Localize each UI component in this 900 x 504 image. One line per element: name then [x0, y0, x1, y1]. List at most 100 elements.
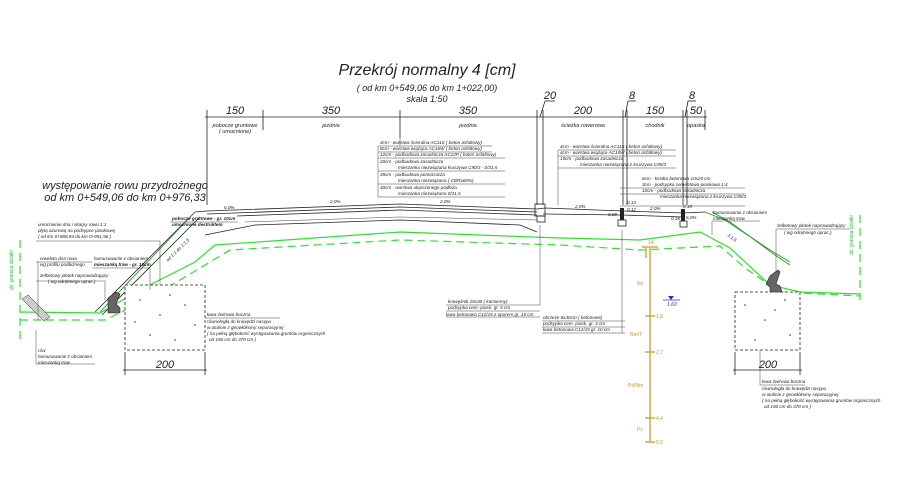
level-b: 0,13	[627, 200, 636, 205]
slope-road-right: 2,0%	[439, 199, 450, 204]
drawing-subtitle: ( od km 0+549,06 do km 1+022,00)	[357, 83, 498, 93]
dim-edge-2: 8	[689, 90, 696, 102]
humus-note: mieszanką traw - gr. 10cm	[94, 262, 151, 267]
drawing-scale: skala 1:50	[406, 94, 447, 104]
level-c: 0,12	[627, 207, 636, 212]
road-layer: 20cm - podbudowa zasadnicza	[379, 159, 444, 164]
ditch-note-line1: występowanie rowu przydrożnego	[42, 180, 208, 192]
drawing-title: Przekrój normalny 4 [cm]	[339, 62, 516, 79]
fence-right	[765, 269, 783, 293]
dimension-chain: 150 pobocze gruntowe ( umocnione) 350 je…	[205, 90, 707, 205]
gravel-trench-right	[733, 291, 802, 375]
gravel-note-right: ława żwirowa boczna	[762, 379, 806, 384]
ditch-lining-note: płytą ażurową na podsypce piaskowej	[37, 228, 116, 233]
ditch-lining-note: umocnienie dna i skarpy rowu 1:1	[38, 222, 107, 227]
sidewalk-layer: 3cm - podsypka cementowo-piaskowa 1:4	[642, 182, 728, 187]
dim-curb: 20	[543, 90, 557, 102]
ditch-lining	[21, 294, 51, 322]
borehole-depth: 4,4	[656, 416, 663, 422]
ditch-lining-note: ( od km 0+888,94 do km 0+951,56 )	[38, 234, 112, 239]
right-fence-note: ( wg odrębnego oprac.)	[784, 230, 832, 235]
bike-layer: mieszanka niezwiązana z kruszywa C90/3	[580, 162, 666, 167]
slope-left: od 1:1 do 1:1,5	[165, 237, 191, 263]
road-layer: 35cm - podbudowa pomocnicza	[380, 172, 445, 177]
gravel-note: równoległa do krawędzi nasypu	[207, 319, 272, 324]
right-humus-note: mieszanką traw	[713, 216, 746, 221]
sidewalk-layer: mieszanka niezwiązana z kruszywa C90/3	[660, 194, 746, 199]
bike-layer: 15cm - podbudowa zasadnicza	[560, 156, 624, 161]
boundary-left: dz. granica działki	[9, 249, 15, 290]
road-layers-legend: 4cm - warstwa ścieralna AC11S ( beton as…	[377, 138, 505, 198]
soil-layer: Ps	[637, 427, 643, 433]
ditch-level-note: wg profilu podłużnego	[40, 262, 85, 267]
dim-band-label: opaska	[687, 123, 705, 129]
gravel-width-right: 200	[758, 359, 778, 371]
dim-band: 50	[690, 105, 703, 117]
slope-band: 6,0%	[686, 215, 696, 220]
ditch-level-note: niweleta dna rowu	[40, 256, 77, 261]
road-layer: 8cm - warstwa wiążąca AC16W ( beton asfa…	[380, 146, 482, 151]
road-layer: mieszanka niezwiązana kruszywa C90/3 - 0…	[398, 165, 498, 170]
gravel-note-right: w otulinie z geowłókniny separacyjnej	[762, 392, 839, 397]
curb-notes: krawężnik 20x30 ( kamienny) podsypka cem…	[446, 225, 625, 334]
road-layer: mieszanka niezwiązana ( CBR≥60%)	[398, 178, 474, 183]
curb-note: ława betonowa C12/15 z oporem gr. 15 cm	[446, 312, 534, 317]
gravel-note-right: ( na pełną głębokość występowania gruntó…	[762, 398, 881, 403]
dim-bike-label: ścieżka rowerowa	[561, 123, 605, 129]
fence-left	[107, 291, 121, 314]
ditch-note: rów	[38, 348, 46, 353]
gravel-note: ( na pełną głębokość występowania gruntó…	[207, 331, 326, 336]
dim-sidewalk: 150	[646, 105, 665, 117]
bike-layer: 4cm - warstwa ścieralna AC11S ( beton as…	[560, 144, 663, 149]
gravel-note-right: równoległa do krawędzi nasypu	[762, 386, 827, 391]
soil-layer: Nm/T	[630, 332, 642, 338]
ditch-note: humusowanie z obsianiem	[38, 354, 92, 359]
gravel-trench-left	[123, 284, 207, 375]
curb-note: podsypka cem.-piask. gr. 5 cm	[447, 305, 510, 310]
soil-layer: Nn	[637, 281, 644, 287]
borehole-profile	[642, 246, 680, 443]
gravel-note-right: od 150 cm do 370 cm )	[764, 404, 811, 409]
right-notes: humusowanie z obsianiem mieszanką traw ż…	[711, 210, 881, 409]
dim-shoulder: 150	[226, 105, 245, 117]
dim-lane-left: 350	[322, 105, 341, 117]
left-notes: umocnienie dna i skarpy rowu 1:1 płytą a…	[35, 216, 326, 365]
gravel-note: od 150 cm do 370 cm )	[209, 337, 256, 342]
level-e: 0,19	[683, 204, 692, 209]
road-layer: 40cm - warstwa ulepszonego podłoża	[380, 185, 457, 190]
soil-layer: Pd/Nm	[628, 383, 643, 389]
gravel-width-left: 200	[155, 359, 175, 371]
slope-road-left: 2,0%	[329, 199, 340, 204]
gravel-note: ława żwirowa boczna	[207, 312, 251, 317]
shoulder-note: umocnione destruktem	[172, 222, 223, 227]
shoulder-note: pobocze gruntowe - gr. 10cm	[171, 216, 235, 221]
level-a: 0,09	[608, 212, 617, 217]
ditch-note: mieszanką traw	[38, 360, 71, 365]
dim-lane-right: 350	[459, 105, 478, 117]
borehole-depth: 2,7	[656, 350, 663, 356]
edge-note: ława betonowa C12/15 gr. 10 cm	[543, 327, 610, 332]
boundary-right: dz. granica działki	[849, 214, 855, 255]
edge-note: obrzeże 8x30cm ( betonowe)	[543, 315, 603, 320]
road-layer: 12cm - podbudowa zasadnicza AC22P ( beto…	[380, 152, 497, 157]
right-fence-note: żelbetowy płotek naprowadzający	[776, 223, 846, 228]
humus-note: humusowanie z obsianiem	[94, 256, 148, 261]
sidewalk-layer: 6cm - kostka betonowa 10x20 cm	[642, 176, 711, 181]
bike-layer: 4cm - warstwa wiążąca AC16W ( beton asfa…	[560, 150, 662, 155]
slope-sidewalk: 2,0%	[649, 206, 660, 211]
bike-layers-legend: 4cm - warstwa ścieralna AC11S ( beton as…	[557, 144, 746, 207]
slope-shoulder: 6,0%	[224, 205, 234, 210]
ditch-note-line2: od km 0+549,06 do km 0+976,33	[44, 192, 206, 204]
right-humus-note: humusowanie z obsianiem	[713, 210, 767, 215]
road-layer: mieszanka niezwiązana 0/31,5	[398, 191, 461, 196]
right-slope: 1:1,5	[726, 233, 738, 243]
road-layer: 4cm - warstwa ścieralna AC11S ( beton as…	[380, 140, 483, 145]
borehole-depth: 5,0	[656, 440, 663, 446]
water-level: 1,60	[667, 302, 677, 308]
dim-edge-1: 8	[629, 90, 636, 102]
gravel-note: w otulinie z geowłókniny separacyjnej	[207, 325, 284, 330]
borehole-id: 14	[648, 240, 654, 246]
fence-note: ( wg odrębnego oprac.)	[48, 279, 96, 284]
dim-sidewalk-label: chodnik	[646, 123, 665, 129]
